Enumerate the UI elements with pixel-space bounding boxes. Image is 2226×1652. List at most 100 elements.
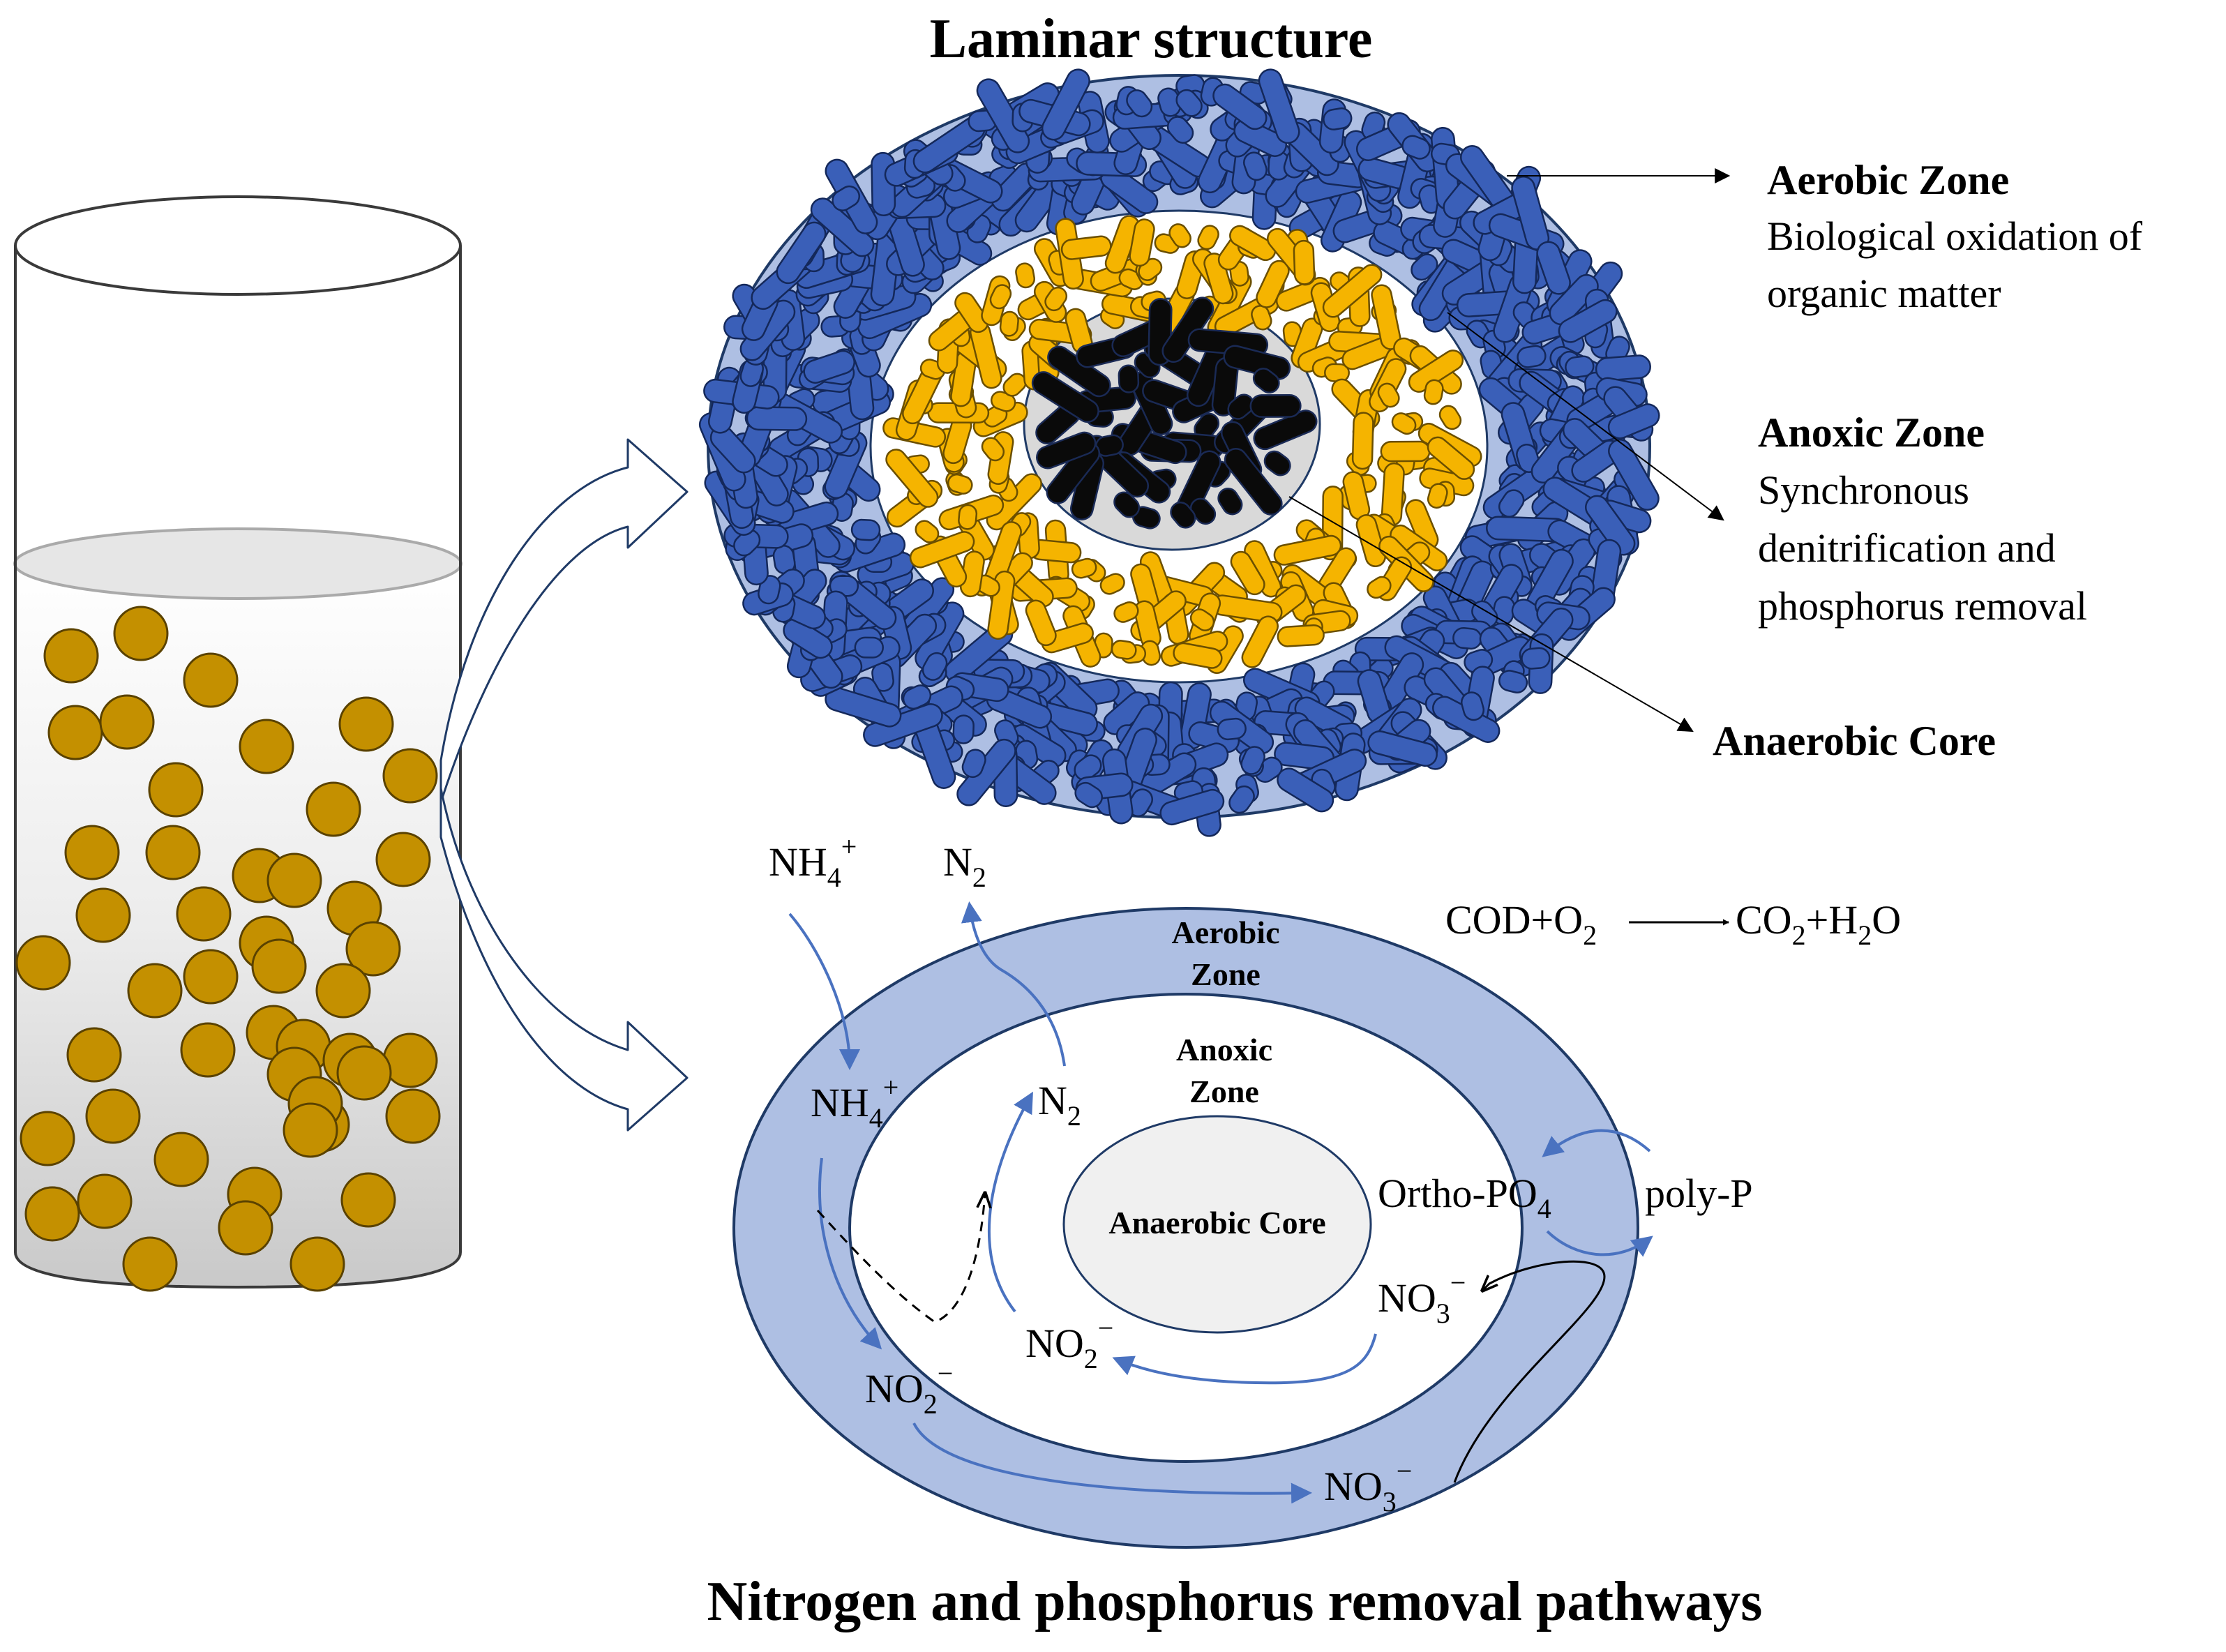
- pathway-label-aerobic-2: Zone: [1191, 956, 1261, 992]
- granule: [176, 886, 232, 942]
- aerobic-bacterium: [1159, 788, 1225, 826]
- anaerobic-bacterium: [1217, 488, 1243, 516]
- granule: [251, 938, 307, 994]
- granule: [385, 1088, 441, 1144]
- beaker: [13, 195, 463, 1292]
- arrow-ortho-to-poly-p: [1546, 1230, 1653, 1257]
- anoxic-bacterium: [1377, 382, 1400, 408]
- aerobic-bacterium: [1401, 135, 1431, 160]
- anoxic-bacterium: [1168, 223, 1191, 248]
- anoxic-bacterium: [1391, 412, 1417, 435]
- transition-arrows: [439, 438, 689, 1132]
- arrow-poly-p-to-ortho: [1542, 1129, 1651, 1157]
- anaerobic-bacteria-group: [1031, 296, 1318, 530]
- aerobic-bacterium: [1166, 116, 1194, 144]
- chem-poly-p: poly-P: [1645, 1171, 1753, 1216]
- granule: [345, 921, 401, 977]
- aerobic-bacterium: [1074, 754, 1102, 781]
- granule: [127, 963, 183, 1019]
- aerobic-bacterium: [1460, 691, 1485, 721]
- granule: [289, 1236, 345, 1292]
- anoxic-bacterium: [989, 284, 1012, 310]
- aerobic-bacterium: [1549, 273, 1599, 326]
- aerobic-bacterium: [825, 686, 902, 728]
- label-anoxic-desc-2: denitrification and: [1758, 525, 2056, 571]
- aerobic-bacterium: [922, 652, 948, 681]
- granule: [266, 853, 322, 908]
- anoxic-bacterium: [1380, 440, 1431, 463]
- granule: [306, 781, 361, 837]
- aerobic-bacterium: [961, 749, 986, 779]
- granule: [85, 1088, 141, 1144]
- granule: [315, 963, 371, 1019]
- anoxic-bacterium: [1203, 253, 1234, 305]
- title-laminar-structure: Laminar structure: [930, 8, 1373, 70]
- anoxic-bacteria-group: [882, 215, 1482, 674]
- anaerobic-bacterium: [1036, 431, 1097, 470]
- anaerobic-bacterium: [1227, 393, 1255, 420]
- anoxic-bacterium: [1044, 286, 1068, 312]
- granule: [336, 1045, 392, 1101]
- aerobic-bacterium: [1240, 746, 1265, 775]
- aerobic-bacterium: [1217, 717, 1247, 741]
- pathway-anaerobic-core: [1062, 1115, 1372, 1334]
- anoxic-bacterium: [1189, 608, 1215, 631]
- aerobic-bacterium: [1521, 647, 1551, 670]
- aerobic-bacterium: [1258, 68, 1300, 144]
- granule: [113, 606, 169, 661]
- arrow-anammox-dashed: [816, 1193, 985, 1323]
- anoxic-bacterium: [1025, 599, 1057, 647]
- anaerobic-bacterium: [1031, 371, 1099, 423]
- aerobic-bacterium: [1517, 345, 1547, 368]
- aerobic-bacterium: [1367, 730, 1438, 767]
- chem-nh4-inner: NH4+: [811, 1072, 898, 1134]
- granule: [64, 825, 120, 880]
- aerobic-bacterium: [1212, 83, 1268, 130]
- granule: [180, 1022, 236, 1078]
- arrow-no2-to-n2: [988, 1091, 1033, 1313]
- anoxic-bacterium: [1251, 305, 1272, 331]
- chem-ortho-po4: Ortho-PO4: [1378, 1171, 1551, 1224]
- anoxic-bacterium: [915, 520, 940, 543]
- granule: [66, 1027, 122, 1083]
- label-anoxic-zone: Anoxic Zone: [1758, 410, 1985, 456]
- anoxic-bacterium: [1113, 601, 1139, 623]
- anoxic-bacterium: [1427, 483, 1448, 509]
- anoxic-bacterium: [1197, 225, 1219, 250]
- aerobic-bacterium: [1126, 89, 1153, 118]
- chem-no2-inner: NO2−: [1025, 1312, 1113, 1374]
- anoxic-bacterium: [1367, 576, 1392, 599]
- chem-no3-inner: NO3−: [1378, 1267, 1466, 1329]
- arrow-nh4-in: [788, 913, 860, 1070]
- granule: [340, 1172, 396, 1228]
- anaerobic-bacterium: [1113, 491, 1141, 518]
- anaerobic-bacterium: [1170, 502, 1196, 529]
- chem-cod-reaction-left: COD+O2: [1445, 897, 1597, 951]
- aerobic-bacterium: [1558, 299, 1618, 343]
- anaerobic-bacterium: [1118, 364, 1140, 393]
- granule: [43, 628, 99, 684]
- anaerobic-bacterium: [1253, 410, 1318, 451]
- beaker-bottom: [14, 1252, 462, 1289]
- anoxic-bacterium: [1060, 235, 1112, 260]
- chem-nh4-outer: NH4+: [769, 831, 857, 893]
- anoxic-bacterium: [1071, 557, 1097, 579]
- aerobic-bacterium: [1565, 355, 1595, 378]
- anoxic-bacterium: [1099, 573, 1125, 595]
- aerobic-bacterium: [832, 185, 861, 211]
- granule: [122, 1236, 178, 1292]
- anoxic-bacterium: [1173, 642, 1223, 669]
- anoxic-bacterium: [1273, 534, 1342, 566]
- label-aerobic-zone: Aerobic Zone: [1767, 157, 2009, 203]
- chem-n2-inner: N2: [1038, 1078, 1081, 1132]
- leader-anaerobic: [1288, 496, 1694, 733]
- pathway-label-aerobic-1: Aerobic: [1171, 915, 1279, 950]
- leader-anoxic: [1447, 312, 1724, 521]
- granule: [239, 719, 294, 774]
- granule: [148, 762, 204, 818]
- label-aerobic-desc-2: organic matter: [1767, 271, 2001, 316]
- granule: [382, 1032, 438, 1088]
- chem-n2-outer: N2: [943, 839, 986, 893]
- granule: [47, 705, 103, 760]
